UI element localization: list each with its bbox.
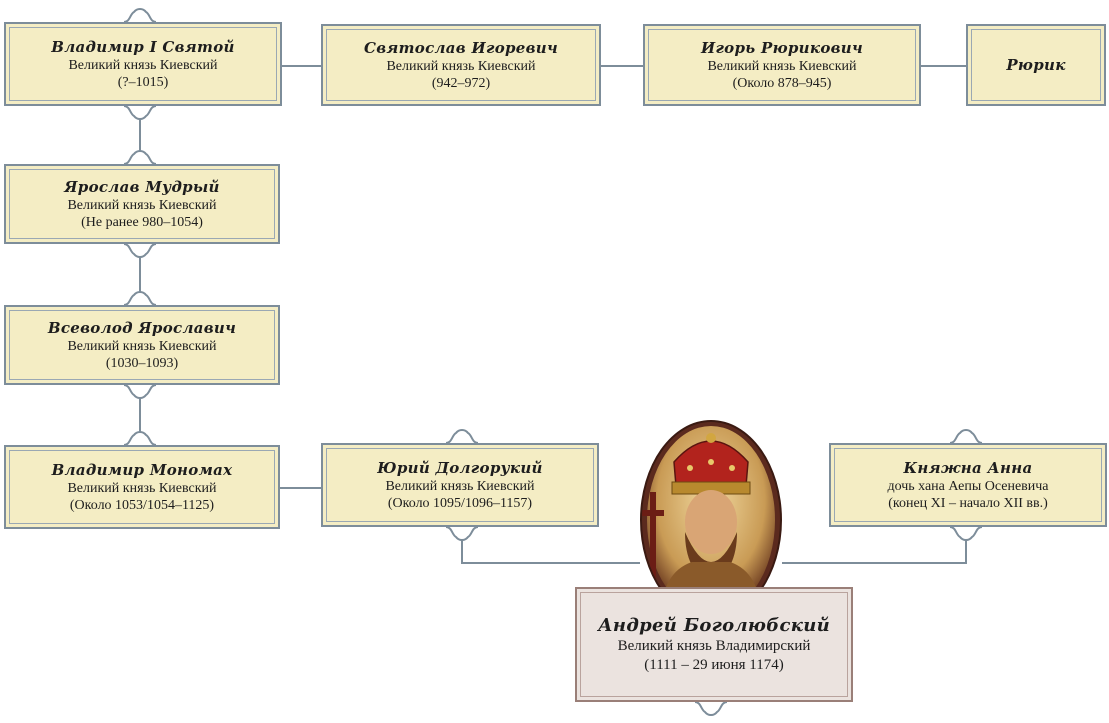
person-dates: (1111 – 29 июня 1174) (644, 656, 784, 673)
person-box-ryurik: Рюрик (966, 24, 1106, 106)
notch-top-vladimir (123, 8, 157, 23)
person-box-andrei-bogolyubsky: Андрей Боголюбский Великий князь Владими… (575, 587, 853, 702)
person-box-igor: Игорь Рюрикович Великий князь Киевский (… (643, 24, 921, 106)
notch-bottom-andrei (694, 701, 728, 716)
notch-bottom-yuri (445, 526, 479, 541)
notch-bottom-yaroslav (123, 243, 157, 258)
notch-bottom-vsevolod (123, 384, 157, 399)
person-name: Владимир Мономах (51, 460, 233, 479)
person-box-yuri-dolgoruky: Юрий Долгорукий Великий князь Киевский (… (321, 443, 599, 527)
person-dates: (конец XI – начало XII вв.) (888, 495, 1048, 511)
person-dates: (?–1015) (117, 74, 169, 90)
person-name: Святослав Игоревич (363, 38, 559, 57)
person-name: Юрий Долгорукий (377, 458, 543, 477)
person-box-svyatoslav: Святослав Игоревич Великий князь Киевски… (321, 24, 601, 106)
person-name: Ярослав Мудрый (64, 177, 220, 196)
person-name: Игорь Рюрикович (700, 38, 864, 57)
person-box-vladimir-svyatoy: Владимир I Святой Великий князь Киевский… (4, 22, 282, 106)
person-title: Великий князь Киевский (707, 58, 857, 74)
person-name: Владимир I Святой (51, 37, 235, 56)
person-dates: (Не ранее 980–1054) (81, 214, 203, 230)
person-box-vsevolod: Всеволод Ярославич Великий князь Киевски… (4, 305, 280, 385)
notch-top-anna (949, 429, 983, 444)
person-box-yaroslav: Ярослав Мудрый Великий князь Киевский (Н… (4, 164, 280, 244)
person-dates: (Около 1095/1096–1157) (387, 495, 533, 511)
person-title: дочь хана Аепы Осеневича (887, 478, 1049, 494)
notch-top-vsevolod (123, 291, 157, 306)
person-box-anna: Княжна Анна дочь хана Аепы Осеневича (ко… (829, 443, 1107, 527)
person-dates: (942–972) (431, 75, 491, 91)
person-title: Великий князь Киевский (68, 57, 218, 73)
person-name: Рюрик (1006, 55, 1066, 74)
notch-top-monomakh (123, 431, 157, 446)
notch-bottom-vladimir (123, 105, 157, 120)
person-title: Великий князь Киевский (67, 338, 217, 354)
notch-bottom-anna (949, 526, 983, 541)
person-name: Андрей Боголюбский (597, 614, 831, 636)
person-title: Великий князь Киевский (385, 478, 535, 494)
person-title: Великий князь Киевский (67, 197, 217, 213)
person-dates: (1030–1093) (105, 355, 179, 371)
person-dates: (Около 1053/1054–1125) (69, 497, 215, 513)
person-title: Великий князь Киевский (386, 58, 536, 74)
connector-yuri-andrei (461, 527, 640, 564)
person-name: Всеволод Ярославич (47, 318, 237, 337)
notch-top-yuri (445, 429, 479, 444)
person-box-monomakh: Владимир Мономах Великий князь Киевский … (4, 445, 280, 529)
person-title: Великий князь Киевский (67, 480, 217, 496)
connector-anna-andrei (782, 527, 967, 564)
person-title: Великий князь Владимирский (617, 637, 811, 654)
notch-top-yaroslav (123, 150, 157, 165)
person-name: Княжна Анна (903, 458, 1033, 477)
person-dates: (Около 878–945) (732, 75, 832, 91)
